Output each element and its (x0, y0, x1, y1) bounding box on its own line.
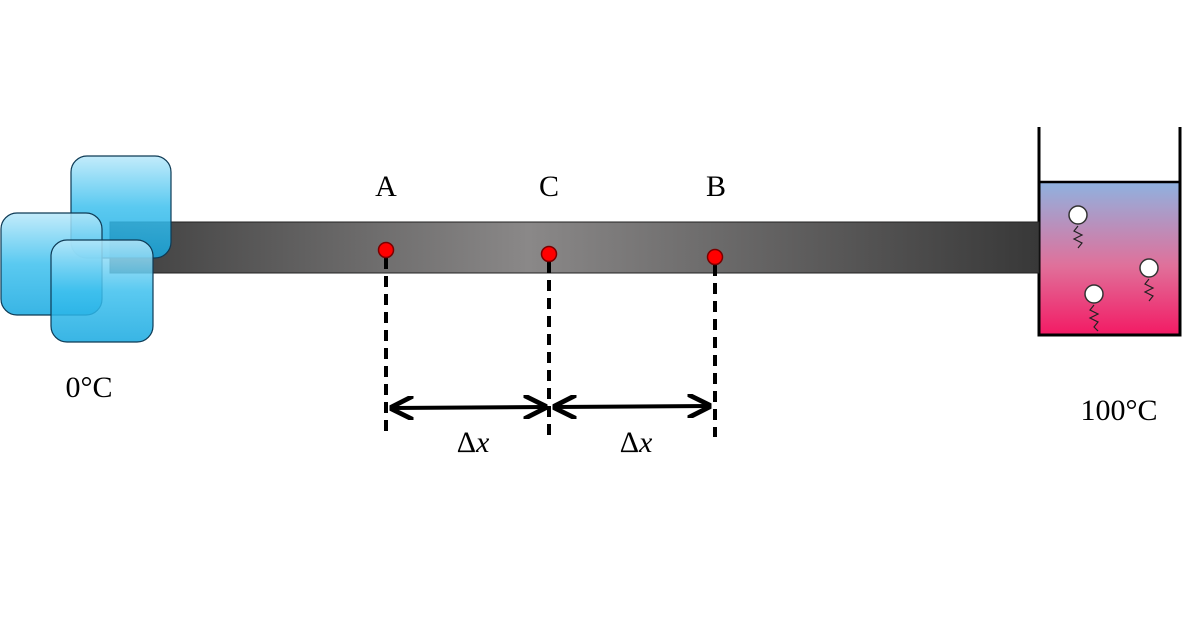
label-delta-x-ac: Δx (457, 426, 490, 459)
label-hot-temperature: 100°C (1080, 394, 1157, 427)
delta-symbol: Δ (620, 426, 639, 459)
label-point-c: C (539, 170, 559, 203)
bubble (1068, 205, 1088, 249)
label-point-b: B (706, 170, 726, 203)
marker-c (540, 245, 558, 263)
bubble (1084, 284, 1104, 332)
label-cold-temperature: 0°C (65, 371, 112, 404)
delta-symbol: Δ (457, 426, 476, 459)
metal-rod (109, 221, 1040, 274)
bubble (1139, 258, 1159, 302)
bubbles (1068, 205, 1159, 332)
beaker (1037, 127, 1182, 337)
ice-cube (50, 239, 154, 343)
marker-a (377, 241, 395, 259)
marker-b (706, 248, 724, 266)
beaker-water (1039, 182, 1180, 335)
dashed-lines (384, 258, 717, 437)
label-delta-x-cb: Δx (620, 426, 653, 459)
point-markers (377, 241, 724, 266)
delta-variable: x (475, 426, 490, 459)
spacing-arrows (392, 406, 709, 408)
label-point-a: A (375, 170, 397, 203)
delta-variable: x (638, 426, 653, 459)
double-arrow-ac (392, 407, 545, 408)
ice-cubes (0, 155, 172, 343)
double-arrow-cb (555, 406, 709, 407)
